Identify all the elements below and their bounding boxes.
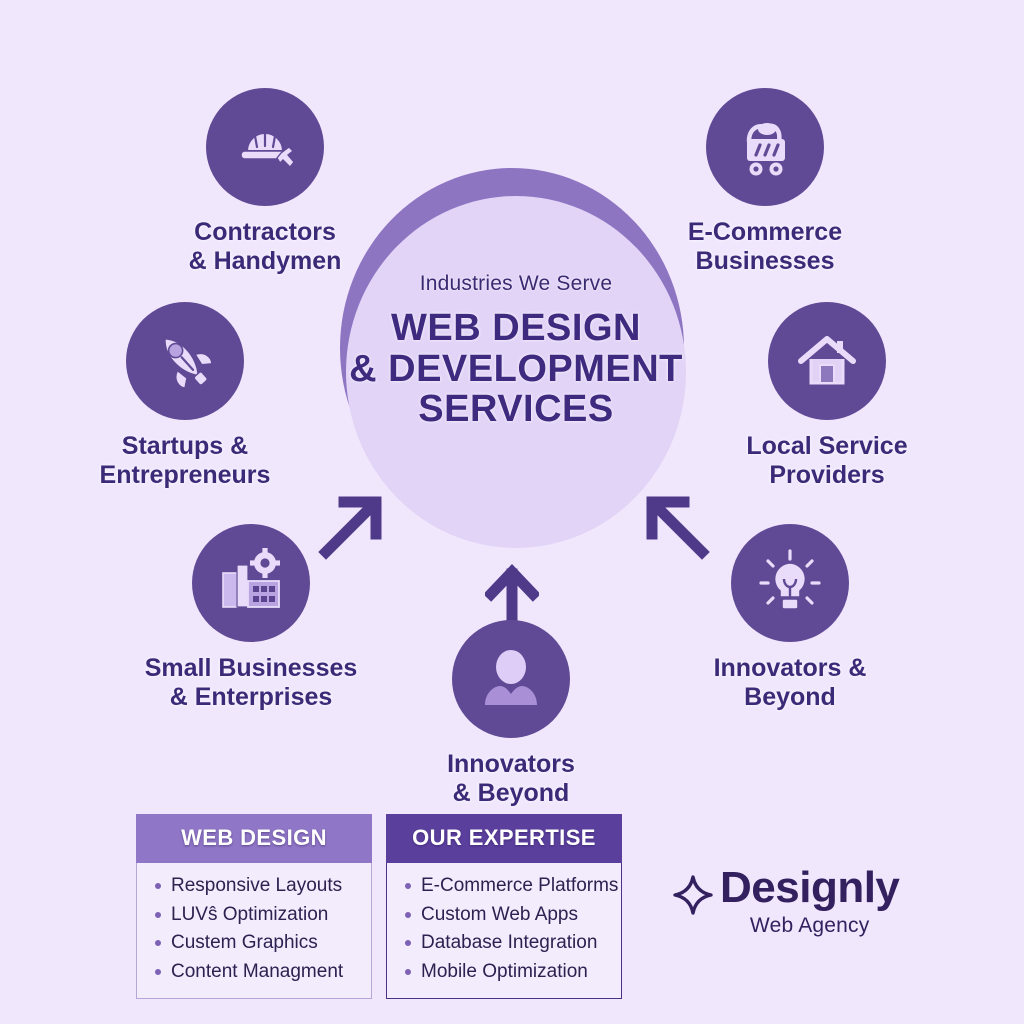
logo-tagline: Web Agency [749, 914, 870, 937]
node-label-line-2: & Beyond [452, 779, 570, 807]
node-label-line-2: Beyond [744, 683, 836, 711]
node-label-line-1: Innovators [447, 750, 575, 778]
node-innovators[interactable]: Innovators & Beyond [675, 524, 905, 712]
node-label-line-2: & Handymen [188, 247, 342, 275]
panel-web-design-list: Responsive Layouts LUVŝ Optimization Cus… [136, 863, 372, 999]
arrow-up-left-icon [646, 496, 710, 560]
node-startups-label: Startups & Entrepreneurs [70, 432, 300, 490]
list-item: Database Integration [403, 929, 621, 958]
logo-text-block: Designly Web Agency [720, 863, 900, 938]
node-label-line-1: E-Commerce [687, 218, 843, 246]
person-icon [452, 620, 570, 738]
node-innovators-label: Innovators & Beyond [675, 654, 905, 712]
node-label-line-1: Contractors [194, 218, 336, 246]
list-item: Responsive Layouts [153, 872, 371, 901]
node-people[interactable]: Innovators & Beyond [396, 620, 626, 808]
node-label-line-1: Small Businesses [144, 654, 358, 682]
list-item: Mobile Optimization [403, 958, 621, 987]
list-item: E-Commerce Platforms [403, 872, 621, 901]
logo-wordmark: Designly [720, 863, 900, 912]
panel-our-expertise-list: E-Commerce Platforms Custom Web Apps Dat… [386, 863, 622, 999]
node-contractors[interactable]: Contractors & Handymen [150, 88, 380, 276]
hub-core-circle: Industries We Serve WEB DESIGN & DEVELOP… [346, 196, 686, 548]
hard-hat-wrench-icon [206, 88, 324, 206]
node-label-line-1: Startups & [121, 432, 249, 460]
hub-title-line-2: & DEVELOPMENT [349, 347, 683, 390]
buildings-gear-icon [192, 524, 310, 642]
node-label-line-2: Entrepreneurs [99, 461, 271, 489]
node-startups[interactable]: Startups & Entrepreneurs [70, 302, 300, 490]
node-ecommerce-label: E-Commerce Businesses [650, 218, 880, 276]
panel-web-design-header: WEB DESIGN [136, 814, 372, 863]
hub-title-line-1: WEB DESIGN [391, 307, 641, 349]
node-ecommerce[interactable]: E-Commerce Businesses [650, 88, 880, 276]
list-item: LUVŝ Optimization [153, 901, 371, 930]
hub-title-line-3: SERVICES [418, 388, 614, 431]
node-small-businesses-label: Small Businesses & Enterprises [136, 654, 366, 712]
panel-our-expertise: OUR EXPERTISE E-Commerce Platforms Custo… [386, 814, 622, 999]
node-contractors-label: Contractors & Handymen [150, 218, 380, 276]
node-small-businesses[interactable]: Small Businesses & Enterprises [136, 524, 366, 712]
node-label-line-2: Businesses [695, 247, 835, 275]
hub-title: WEB DESIGN & DEVELOPMENT SERVICES [349, 308, 683, 430]
four-point-star-icon [672, 874, 714, 921]
rocket-icon [126, 302, 244, 420]
lightbulb-icon [731, 524, 849, 642]
brand-logo: Designly Web Agency [672, 863, 900, 938]
node-label-line-1: Local Service [746, 432, 908, 460]
node-people-label: Innovators & Beyond [396, 750, 626, 808]
node-local-service-label: Local Service Providers [712, 432, 942, 490]
panel-our-expertise-header: OUR EXPERTISE [386, 814, 622, 863]
node-label-line-1: Innovators & [713, 654, 867, 682]
shopping-cart-icon [706, 88, 824, 206]
panel-web-design: WEB DESIGN Responsive Layouts LUVŝ Optim… [136, 814, 372, 999]
list-item: Custem Graphics [153, 929, 371, 958]
hub-eyebrow: Industries We Serve [419, 272, 613, 295]
node-label-line-2: Providers [769, 461, 885, 489]
arrow-up-right-icon [318, 496, 382, 560]
list-item: Content Managment [153, 958, 371, 987]
node-label-line-2: & Enterprises [169, 683, 333, 711]
list-item: Custom Web Apps [403, 901, 621, 930]
house-icon [768, 302, 886, 420]
node-local-service[interactable]: Local Service Providers [712, 302, 942, 490]
